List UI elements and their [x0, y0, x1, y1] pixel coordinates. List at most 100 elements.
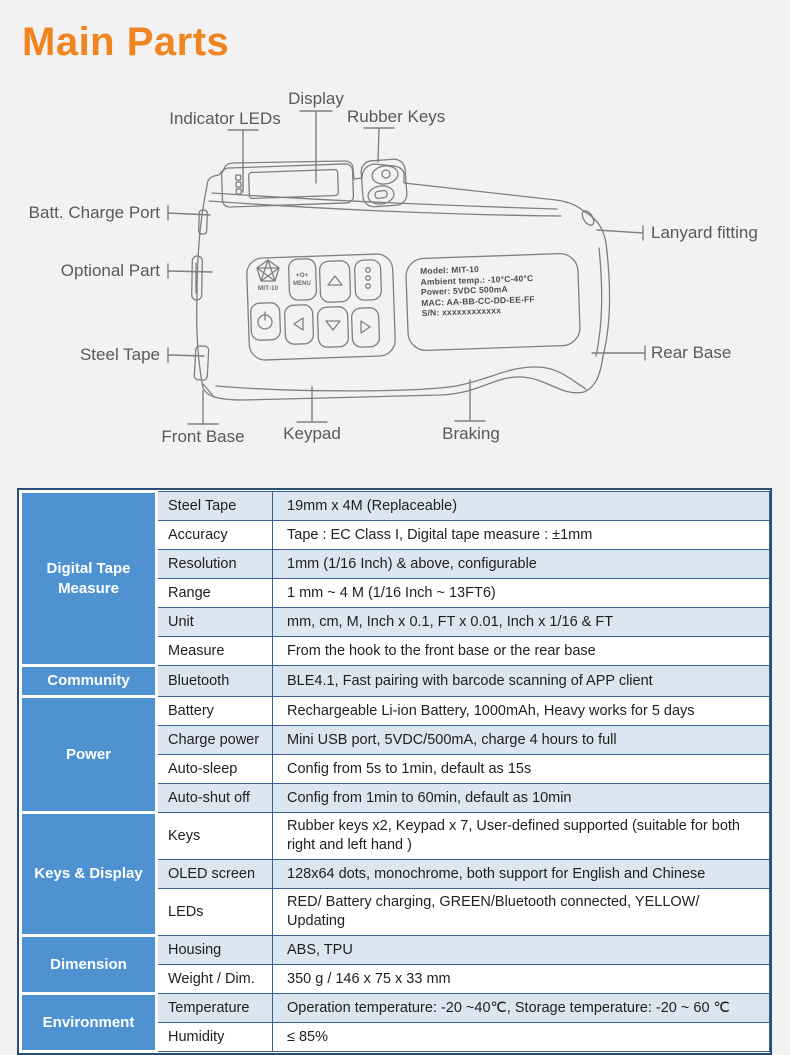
optional-part-detail: [191, 255, 203, 301]
spec-attr-cell: Measure: [156, 636, 273, 666]
right-key: [351, 307, 381, 348]
braking-label: Braking: [442, 424, 500, 443]
spec-attr-cell: Unit: [156, 607, 273, 637]
right-arrow-icon: [360, 320, 371, 334]
up-arrow-icon: [327, 275, 343, 286]
device-body-outline: [196, 160, 611, 401]
batt-charge-port-detail: [198, 209, 208, 235]
table-row: Resolution 1mm (1/16 Inch) & above, conf…: [21, 549, 770, 579]
spec-group-community: Community: [19, 664, 158, 698]
optional-part-label: Optional Part: [60, 261, 160, 280]
spec-attr-cell: OLED screen: [156, 859, 273, 889]
down-arrow-icon: [325, 320, 341, 331]
spec-value-cell: ≤ 85%: [272, 1022, 770, 1052]
device-diagram: MIT-10 +O+ MENU Model: MIT-10 Ambient te…: [0, 0, 790, 470]
dots-icon: [365, 267, 371, 289]
spec-group-keys-display: Keys & Display: [19, 811, 158, 937]
spec-attr-cell: Charge power: [156, 725, 273, 755]
callout-lines: [167, 110, 646, 425]
table-row: Environment Temperature Operation temper…: [19, 992, 770, 1053]
keypad-panel: [246, 253, 396, 361]
batt-charge-port-label: Batt. Charge Port: [28, 203, 160, 222]
spec-value-cell: 1mm (1/16 Inch) & above, configurable: [272, 549, 770, 579]
power-icon: [257, 311, 273, 330]
spec-attr-cell: Keys: [156, 812, 273, 860]
spec-value-cell: Tape : EC Class I, Digital tape measure …: [272, 520, 770, 550]
spec-attr-cell: Auto-sleep: [156, 754, 273, 784]
device-line-art: MIT-10 +O+ MENU: [167, 110, 646, 425]
spec-group-power: Power: [19, 695, 158, 814]
page-title: Main Parts: [22, 20, 230, 64]
dots-key: [353, 259, 383, 301]
rear-base-label: Rear Base: [651, 343, 732, 362]
spec-attr-cell: LEDs: [156, 888, 273, 936]
info-label-panel: [405, 252, 581, 352]
spec-value-cell: 128x64 dots, monochrome, both support fo…: [272, 859, 770, 889]
table-row: Keys & Display Keys Rubber keys x2, Keyp…: [19, 811, 770, 937]
table-row: Accuracy Tape : EC Class I, Digital tape…: [21, 520, 770, 550]
spec-value-cell: mm, cm, M, Inch x 0.1, FT x 0.01, Inch x…: [272, 607, 770, 637]
menu-key-symbols: +O+: [296, 272, 309, 279]
spec-value-cell: RED/ Battery charging, GREEN/Bluetooth c…: [272, 888, 770, 936]
spec-value-cell: Config from 1min to 60min, default as 10…: [272, 783, 770, 813]
spec-group-digital-tape-measure: Digital Tape Measure: [19, 490, 158, 667]
spec-value-cell: Mini USB port, 5VDC/500mA, charge 4 hour…: [272, 725, 770, 755]
indicator-leds-label: Indicator LEDs: [169, 109, 281, 128]
spec-attr-cell: Range: [156, 578, 273, 608]
table-row: Dimension Housing ABS, TPU: [19, 934, 770, 995]
brand-logo-icon: [256, 259, 280, 282]
lanyard-notch: [581, 210, 595, 226]
spec-value-cell: 350 g / 146 x 75 x 33 mm: [272, 964, 770, 994]
power-key: [250, 302, 281, 341]
menu-key-label: MENU: [293, 281, 311, 287]
rubber-keys-label: Rubber Keys: [347, 107, 446, 126]
keypad-label: Keypad: [283, 424, 341, 443]
rubber-keys-buttons: [360, 158, 408, 208]
spec-attr-cell: Resolution: [156, 549, 273, 579]
spec-attr-cell: Bluetooth: [156, 665, 273, 697]
spec-value-cell: From the hook to the front base or the r…: [272, 636, 770, 666]
braking-detail: [215, 366, 587, 392]
spec-value-cell: Rechargeable Li-ion Battery, 1000mAh, He…: [272, 696, 770, 726]
table-row: Range 1 mm ~ 4 M (1/16 Inch ~ 13FT6): [21, 578, 770, 608]
spec-attr-cell: Humidity: [156, 1022, 273, 1052]
spec-attr-cell: Battery: [156, 696, 273, 726]
spec-group-dimension: Dimension: [19, 934, 158, 995]
spec-value-cell: BLE4.1, Fast pairing with barcode scanni…: [272, 665, 770, 697]
table-row: Charge power Mini USB port, 5VDC/500mA, …: [21, 725, 770, 755]
display-window: [248, 168, 339, 200]
lanyard-fitting-label: Lanyard fitting: [651, 223, 758, 242]
spec-value-cell: Rubber keys x2, Keypad x 7, User-defined…: [272, 812, 770, 860]
spec-attr-cell: Temperature: [156, 993, 273, 1023]
rear-base-detail: [595, 247, 603, 357]
device-info-label: Model: MIT-10 Ambient temp.: -10°C-40°C …: [420, 260, 580, 318]
display-label: Display: [288, 89, 344, 108]
spec-attr-cell: Auto-shut off: [156, 783, 273, 813]
left-arrow-icon: [293, 317, 304, 331]
table-row: Community Bluetooth BLE4.1, Fast pairing…: [19, 664, 770, 698]
spec-value-cell: Config from 5s to 1min, default as 15s: [272, 754, 770, 784]
display-housing: [220, 163, 355, 208]
table-row: Weight / Dim. 350 g / 146 x 75 x 33 mm: [21, 964, 770, 994]
spec-attr-cell: Housing: [156, 935, 273, 965]
spec-table: Digital Tape Measure Steel Tape 19mm x 4…: [19, 490, 770, 1053]
table-row: Power Battery Rechargeable Li-ion Batter…: [19, 695, 770, 814]
front-base-label: Front Base: [161, 427, 245, 446]
spec-value-cell: Operation temperature: -20 ~40℃, Storage…: [272, 993, 770, 1023]
spec-attr-cell: Steel Tape: [156, 491, 273, 521]
brand-logo-label: MIT-10: [258, 285, 279, 292]
up-key: [318, 260, 352, 303]
table-row: LEDs RED/ Battery charging, GREEN/Blueto…: [21, 888, 770, 936]
spec-value-cell: 19mm x 4M (Replaceable): [272, 491, 770, 521]
menu-key: [287, 258, 318, 301]
table-row: Digital Tape Measure Steel Tape 19mm x 4…: [19, 490, 770, 667]
spec-value-cell: ABS, TPU: [272, 935, 770, 965]
indicator-leds-dots: [235, 174, 242, 195]
steel-tape-label: Steel Tape: [79, 345, 160, 364]
table-row: Humidity ≤ 85%: [21, 1022, 770, 1052]
spec-attr-cell: Weight / Dim.: [156, 964, 273, 994]
steel-tape-detail: [193, 345, 210, 381]
down-key: [316, 306, 350, 348]
left-key: [284, 304, 315, 345]
spec-value-cell: 1 mm ~ 4 M (1/16 Inch ~ 13FT6): [272, 578, 770, 608]
